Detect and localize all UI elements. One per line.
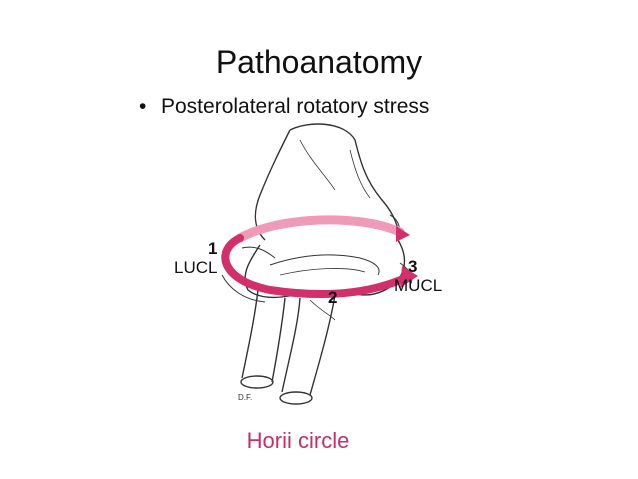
label-mucl: MUCL [394, 276, 442, 295]
bullet-item: • Posterolateral rotatory stress [139, 95, 429, 119]
bullet-dot-icon: • [139, 95, 147, 118]
label-3: 3 [408, 257, 417, 276]
arrow-head-back-icon [396, 226, 410, 242]
label-initials: D.F. [238, 393, 252, 402]
bullet-text: Posterolateral rotatory stress [161, 95, 430, 118]
slide-title: Pathoanatomy [215, 44, 423, 80]
forearm-bones [240, 289, 336, 405]
elbow-illustration: 1 LUCL 2 3 MUCL D.F. [174, 123, 442, 405]
label-2: 2 [328, 288, 337, 307]
label-1: 1 [208, 239, 217, 258]
arrow-head-icon [400, 266, 418, 288]
horii-circle-back-arrow [235, 215, 405, 243]
figure-caption: Horii circle [246, 428, 350, 453]
horii-circle-front-arrow [221, 234, 409, 299]
label-lucl: LUCL [174, 258, 217, 277]
